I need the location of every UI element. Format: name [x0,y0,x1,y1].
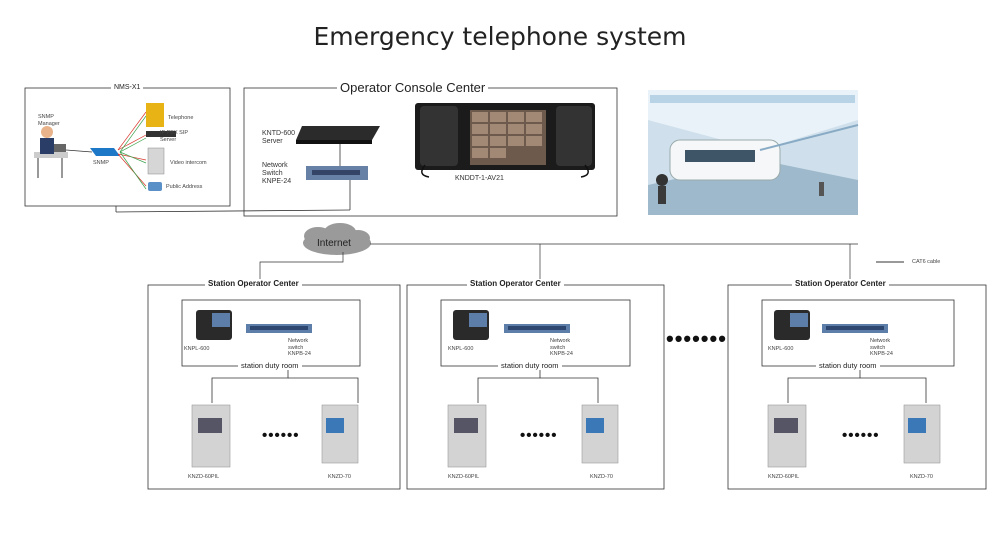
station-1-box [147,284,401,490]
left-device-label: KNZD-60PIL [188,474,220,480]
page-title: Emergency telephone system [313,22,687,51]
snmp-manager-figure [34,126,68,178]
more-stations-ellipsis: ••••••• [666,326,727,351]
snmp-switch-device [90,148,120,156]
internet-cloud [303,223,371,255]
station-ellipsis: •••••• [842,427,880,444]
station-title: Station Operator Center [205,279,302,288]
duty-room-label: station duty room [498,361,562,370]
nms-item-label: Telephone [168,115,194,121]
server-label: KNTD-600 Server [262,130,296,145]
station-3-box [727,284,987,490]
station-title: Station Operator Center [467,279,564,288]
nms-item-label: Video intercom [170,160,207,166]
station-phone-label: KNPL-600 [448,346,474,352]
console-title: Operator Console Center [337,80,489,95]
station-2-devices [447,310,619,468]
server-device [296,126,380,144]
station-2-box [406,284,665,490]
right-device-label: KNZD-70 [590,474,613,480]
nms-title: NMS-X1 [111,84,144,91]
station-phone-label: KNPL-600 [768,346,794,352]
nms-item-label: Public Address [166,184,203,190]
station-switch-label: Network switch KNPB-24 [288,338,311,357]
video-intercom-device [147,147,165,175]
snmp-manager-label: SNMP Manager [38,114,60,127]
internet-label: Internet [317,238,351,249]
station-switch-label: Network switch KNPB-24 [870,338,893,357]
subway-photo [648,90,859,215]
right-device-label: KNZD-70 [910,474,933,480]
console-switch-label: Network Switch KNPE-24 [262,162,292,185]
console-switch-device [306,166,368,180]
console-device-label: KNDDT-1-AV21 [455,175,504,182]
right-device-label: KNZD-70 [328,474,351,480]
station-phone-label: KNPL-600 [184,346,210,352]
snmp-label: SNMP [93,160,109,166]
sip-server-device [146,131,176,137]
duty-room-label: station duty room [238,361,302,370]
duty-room-label: station duty room [816,361,880,370]
legend-label: CAT6 cable [912,259,941,265]
station-ellipsis: •••••• [520,427,558,444]
station-title: Station Operator Center [792,279,889,288]
telephone-device [146,103,164,127]
station-1-devices [191,310,359,468]
left-device-label: KNZD-60PIL [768,474,800,480]
station-ellipsis: •••••• [262,427,300,444]
station-switch-label: Network switch KNPB-24 [550,338,573,357]
nms-item-label: IP PBX SIP Server [160,130,188,143]
public-address-device [148,182,162,191]
left-device-label: KNZD-60PIL [448,474,480,480]
station-3-devices [767,310,941,468]
operator-console-device [415,103,595,178]
